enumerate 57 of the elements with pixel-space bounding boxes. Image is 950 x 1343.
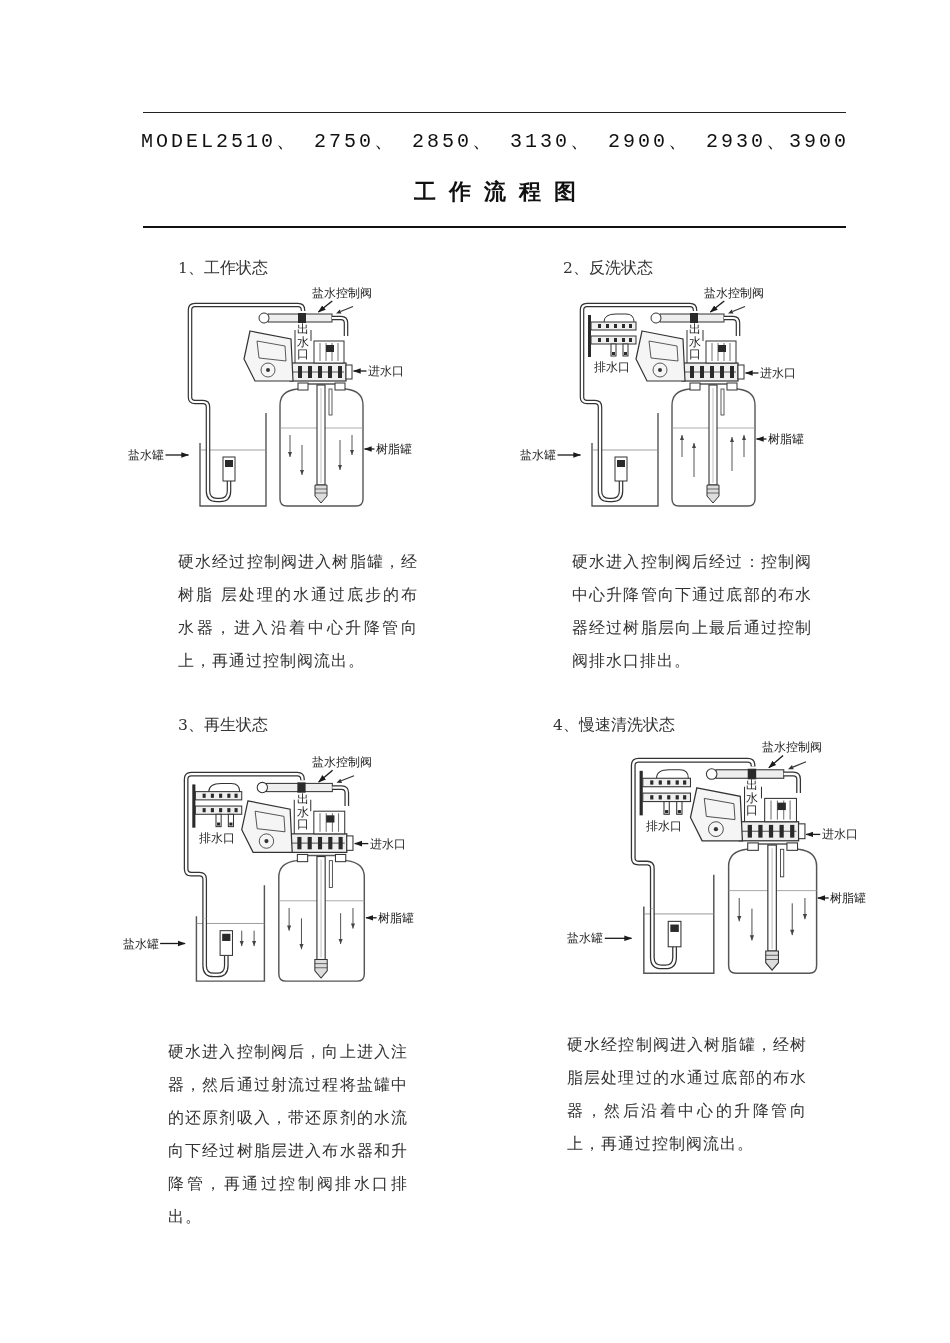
part-label: 排水口 [645, 818, 682, 833]
leader-arrow [755, 436, 768, 442]
brine-valve [257, 782, 350, 807]
leader-arrow [354, 840, 369, 847]
description-paragraph: 硬水经控制阀进入树脂罐，经树脂层处理过的水通过底部的布水器，然后沿着中心的升降管向上，再通过控制阀流出。 [567, 1034, 807, 1155]
part-label: 出水口 [297, 323, 309, 361]
part-label: 盐水控制阀 [312, 286, 372, 300]
part-label: 排水口 [594, 360, 630, 374]
part-label: 盐水控制阀 [312, 755, 373, 770]
part-label: 盐水罐 [122, 936, 159, 951]
leader-arrow [744, 370, 760, 376]
resin-tank [727, 842, 818, 974]
leader-arrow [352, 368, 368, 374]
part-label: 盐水控制阀 [704, 286, 764, 300]
resin-tank [278, 854, 366, 983]
brine-valve [705, 768, 801, 794]
description-paragraph: 硬水进入控制阀后经过：控制阀中心升降管向下通过底部的布水器经过树脂层向上最后通过控制阀排水口排出。 [572, 551, 812, 672]
brine-tank [630, 757, 756, 974]
brine-valve [258, 312, 349, 336]
leader-arrow [604, 935, 633, 942]
leader-arrow [768, 754, 784, 769]
part-label: 树脂罐 [830, 891, 867, 905]
part-label: 树脂罐 [376, 442, 412, 456]
part-label: 进水口 [821, 827, 858, 842]
resin-tank [279, 382, 364, 507]
section-heading: 1、工作状态 [178, 258, 268, 278]
leader-arrow [317, 300, 333, 313]
description-paragraph: 硬水经过控制阀进入树脂罐，经树脂 层处理的水通过底步的布水器，进入沿着中心升降管向上，再通过控制阀流出。 [178, 551, 418, 672]
leader-arrow [365, 915, 378, 921]
leader-arrow [363, 446, 376, 452]
part-label: 树脂罐 [378, 910, 415, 925]
part-label: 出水口 [689, 323, 701, 361]
section-heading: 4、慢速清洗状态 [553, 715, 675, 735]
part-label: 盐水罐 [128, 448, 164, 462]
part-label: 盐水罐 [520, 448, 556, 462]
leader-arrow [159, 940, 186, 947]
part-label: 盐水控制阀 [762, 740, 823, 755]
leader-arrow [164, 452, 190, 458]
part-label: 进水口 [368, 364, 404, 378]
part-label: 排水口 [198, 831, 235, 846]
section-heading: 3、再生状态 [178, 715, 268, 735]
description-paragraph: 硬水进入控制阀后，向上进入注器，然后通过射流过程将盐罐中的还原剂吸入，带还原剂的水流向下经过树脂层进入布水器和升降管，再通过控制阀排水口排出。 [168, 1041, 408, 1228]
leader-arrow [709, 300, 725, 313]
page-title: MODEL2510、 2750、 2850、 3130、 2900、 2930、3900 工作流程图 [140, 129, 850, 206]
leader-arrow [556, 452, 582, 458]
leader-arrow [805, 831, 821, 838]
brine-valve [650, 312, 741, 336]
part-label: 出水口 [746, 779, 759, 817]
part-label: 盐水罐 [567, 931, 604, 946]
section-heading: 2、反洗状态 [563, 258, 653, 278]
part-label: 出水口 [296, 793, 309, 831]
part-label: 进水口 [369, 836, 406, 851]
leader-arrow [318, 769, 334, 783]
resin-tank [671, 382, 756, 507]
part-label: 树脂罐 [768, 432, 804, 446]
part-label: 进水口 [760, 366, 796, 380]
leader-arrow [817, 895, 830, 901]
